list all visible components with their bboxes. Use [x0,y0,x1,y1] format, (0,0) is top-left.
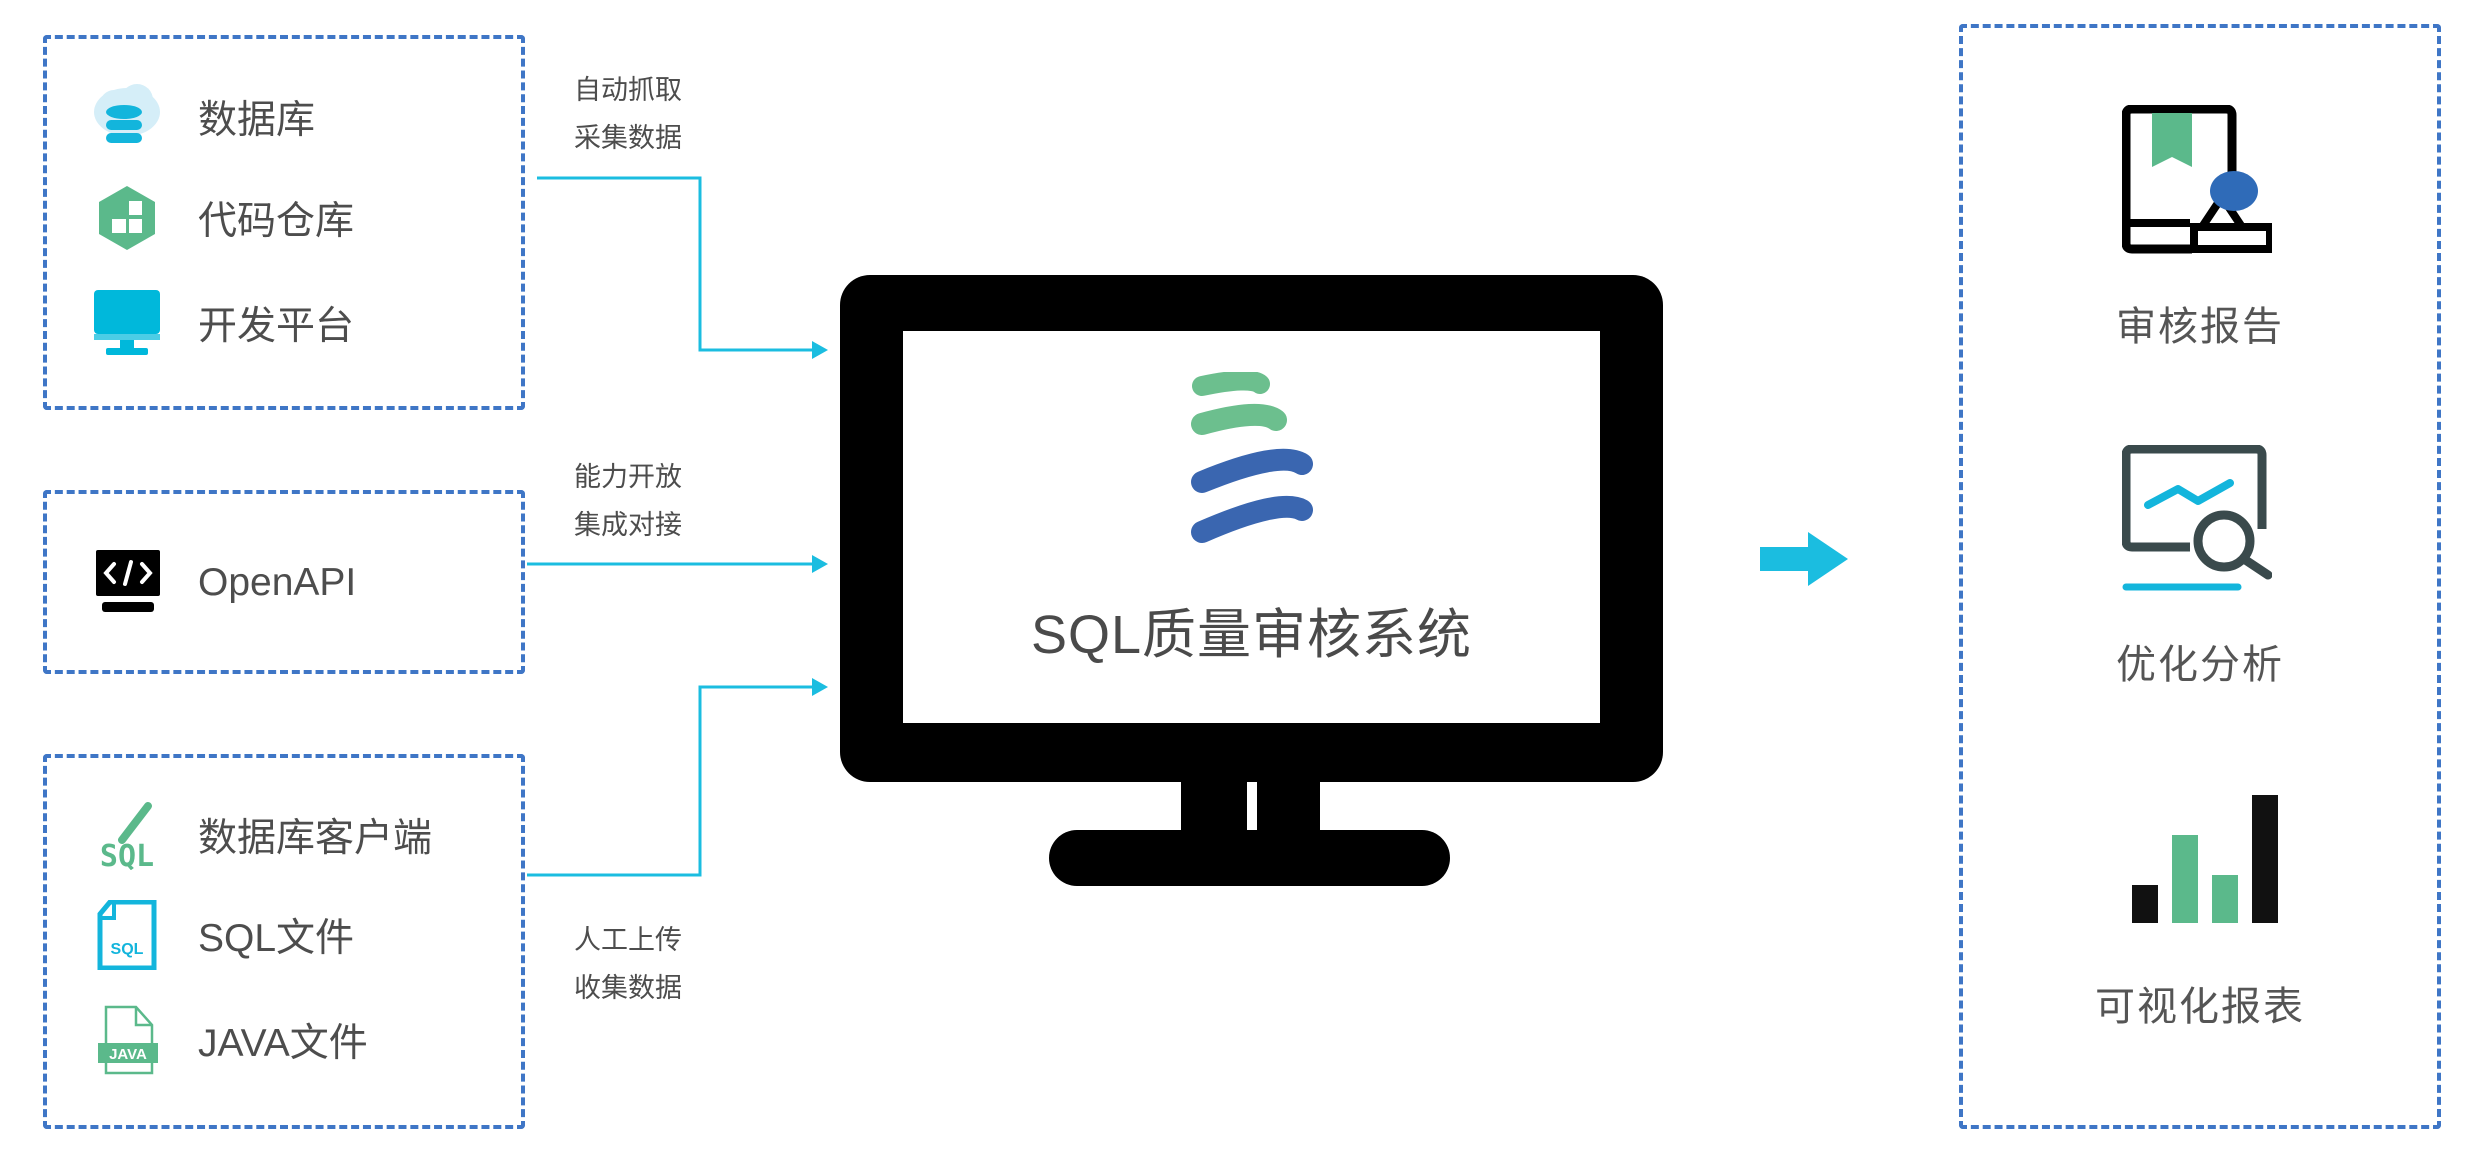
source-item-label: 数据库客户端 [198,817,433,860]
connector-label-auto: 自动抓取采集数据 [574,66,682,162]
optimization-analysis-icon [2122,445,2272,591]
sql-client-icon-text: SQL [100,839,154,870]
connector-label-line: 人工上传 [574,925,682,955]
sql-file-icon-text: SQL [111,941,144,958]
source-group-auto [43,35,525,410]
connector-label-api: 能力开放集成对接 [574,453,682,549]
source-item-java-file: JAVA JAVA文件 [92,1005,368,1075]
system-logo-icon [1191,372,1313,543]
code-repository-icon [92,183,162,253]
source-item-code-repository: 代码仓库 [92,183,354,253]
monitor-screen [903,331,1600,723]
bar-chart-icon [2132,795,2278,923]
output-label-optimization-analysis: 优化分析 [2116,643,2284,687]
arrowhead-icon [812,555,828,573]
output-label-visual-report: 可视化报表 [2095,985,2305,1029]
code-terminal-icon [92,548,162,618]
bar-chart-icon-bar [2252,795,2278,923]
audit-report-icon [2122,105,2272,254]
output-arrow-icon [1760,532,1848,586]
bar-chart-icon-bar [2172,835,2198,923]
source-item-label: 数据库 [198,99,316,142]
java-file-icon: JAVA [92,1005,162,1075]
bar-chart-icon-bar [2132,885,2158,923]
source-item-database: 数据库 [92,82,315,152]
source-item-dev-platform: 开发平台 [92,288,354,358]
source-item-label: OpenAPI [198,561,357,604]
source-item-sql-file: SQL SQL文件 [92,900,354,970]
bar-chart-icon-bar [2212,875,2238,923]
connector-label-line: 收集数据 [574,973,682,1003]
output-label-audit-report: 审核报告 [2116,305,2284,349]
monitor-base [1049,830,1450,886]
source-item-openapi: OpenAPI [92,548,356,618]
source-item-db-client: SQL 数据库客户端 [92,800,432,870]
monitor-neck-gap [1247,782,1257,832]
arrowhead-icon [812,341,828,359]
connector-line-manual [527,685,812,877]
connector-label-line: 自动抓取 [574,75,682,105]
sql-file-icon: SQL [92,900,162,970]
source-item-label: 开发平台 [198,305,355,348]
monitor-icon [92,288,162,358]
sql-client-icon: SQL [92,800,162,870]
connector-line-auto [537,176,812,352]
source-group-api [43,490,525,674]
arrowhead-icon [812,678,828,696]
connector-label-line: 能力开放 [574,462,682,492]
system-title: SQL质量审核系统 [1030,605,1473,665]
java-file-icon-text: JAVA [109,1046,147,1063]
connector-label-manual: 人工上传收集数据 [574,916,682,1012]
source-item-label: 代码仓库 [198,200,355,243]
output-group [1959,24,2441,1129]
source-item-label: JAVA文件 [198,1022,368,1065]
source-item-label: SQL文件 [198,917,355,960]
connector-label-line: 采集数据 [574,123,682,153]
connector-label-line: 集成对接 [574,510,682,540]
cloud-database-icon [92,82,162,152]
source-group-manual [43,754,525,1129]
